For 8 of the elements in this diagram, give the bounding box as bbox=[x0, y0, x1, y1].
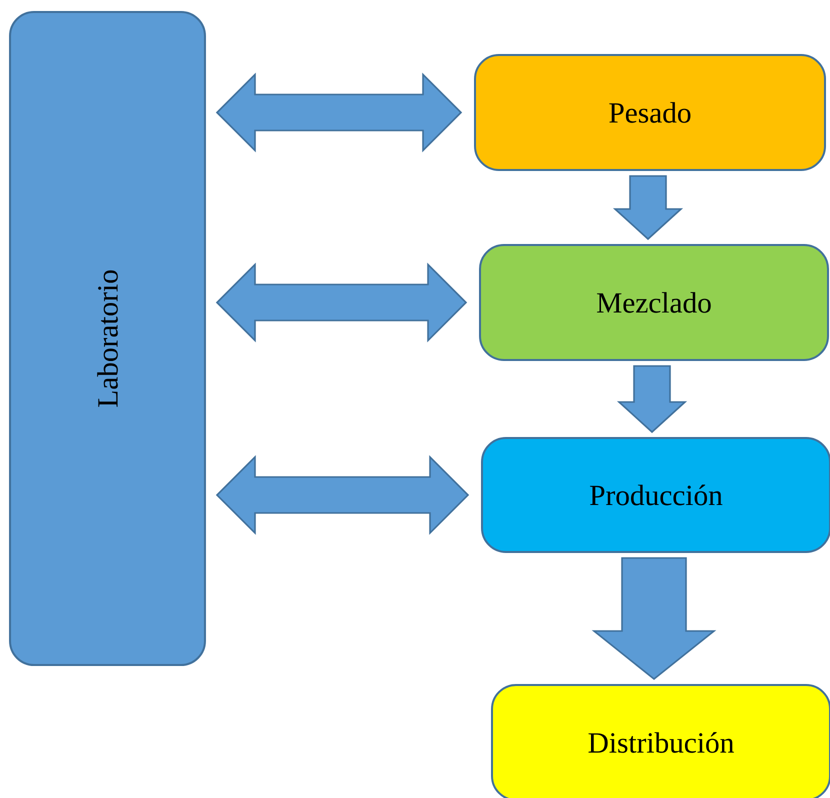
block-arrow bbox=[616, 365, 688, 434]
process-box: Distribución bbox=[491, 684, 830, 798]
process-box: Pesado bbox=[474, 54, 826, 171]
process-box: Producción bbox=[481, 437, 830, 553]
lab-band: Laboratorio bbox=[9, 10, 206, 666]
block-arrow bbox=[612, 175, 684, 240]
process-box: Mezclado bbox=[479, 244, 830, 361]
block-arrow bbox=[592, 557, 716, 680]
